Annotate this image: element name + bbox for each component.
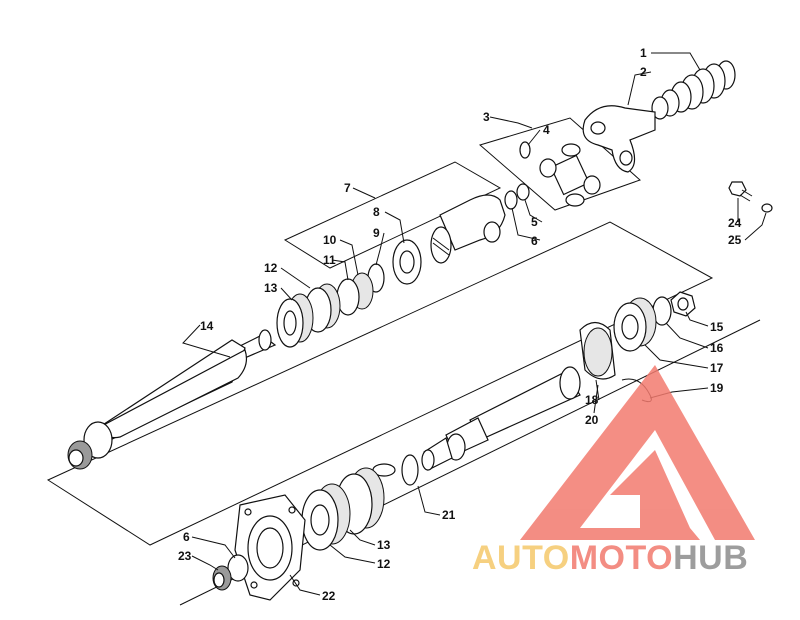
boot-part [651, 60, 736, 120]
callout-21: 21 [442, 508, 456, 522]
universal-joint-cross [539, 143, 601, 207]
logo-triangle-mark [520, 365, 755, 540]
logo-wordmark: AUTOMOTOHUB [472, 539, 748, 577]
callout-20: 20 [585, 413, 599, 427]
callout-12-lower: 12 [377, 557, 391, 571]
output-shaft-part [421, 366, 581, 471]
callout-4: 4 [543, 123, 550, 137]
callout-5: 5 [531, 215, 538, 229]
group-14-outline [46, 221, 714, 546]
callout-15: 15 [710, 320, 724, 334]
group-3-outline [478, 117, 641, 211]
callout-16: 16 [710, 341, 724, 355]
callout-25: 25 [728, 233, 742, 247]
snap-ring-part [519, 141, 531, 159]
callout-13-lower: 13 [377, 538, 391, 552]
callout-10: 10 [323, 233, 337, 247]
seal-6-lower-part [227, 554, 249, 582]
snap-ring-21-part [401, 454, 419, 486]
callout-3: 3 [483, 110, 490, 124]
callout-7: 7 [344, 181, 351, 195]
callout-1: 1 [640, 46, 647, 60]
callout-12: 12 [264, 261, 278, 275]
callout-18: 18 [585, 393, 599, 407]
gear-17-part [613, 297, 657, 352]
callout-22: 22 [322, 589, 336, 603]
logo-hub: HUB [673, 539, 748, 577]
ring-5-part [516, 183, 530, 201]
callout-8: 8 [373, 205, 380, 219]
bearing-12-13-lower [301, 467, 385, 551]
logo-moto: MOTO [570, 539, 673, 577]
bevel-gear-18-20-part [579, 321, 616, 380]
washer-8-inner [399, 250, 415, 274]
bearing-12-13-upper [276, 283, 341, 348]
washer-25-part [761, 203, 773, 213]
bearing-10-11-part [336, 272, 374, 316]
callout-2: 2 [640, 65, 647, 79]
callout-6-lower: 6 [183, 530, 190, 544]
callout-24: 24 [728, 216, 742, 230]
callout-11: 11 [323, 253, 336, 267]
callout-17: 17 [710, 361, 724, 375]
yoke-part [582, 105, 656, 173]
automotohub-logo: AUTOMOTOHUB [472, 365, 755, 577]
callout-6: 6 [531, 234, 538, 248]
bolt-24-part [728, 181, 753, 202]
group-7-yoke [430, 194, 506, 264]
group-7-outline [283, 161, 502, 269]
callout-14: 14 [200, 319, 214, 333]
callout-19: 19 [710, 381, 724, 395]
leader-lines [182, 52, 767, 596]
housing-flange-22-part [234, 494, 306, 601]
nut-15-part [670, 291, 696, 317]
logo-auto: AUTO [472, 539, 570, 577]
callout-13: 13 [264, 281, 278, 295]
driveshaft-part [67, 329, 277, 470]
callout-9: 9 [373, 226, 380, 240]
callout-23: 23 [178, 549, 192, 563]
nut-23-part [212, 565, 232, 591]
ring-6-part [504, 190, 518, 210]
